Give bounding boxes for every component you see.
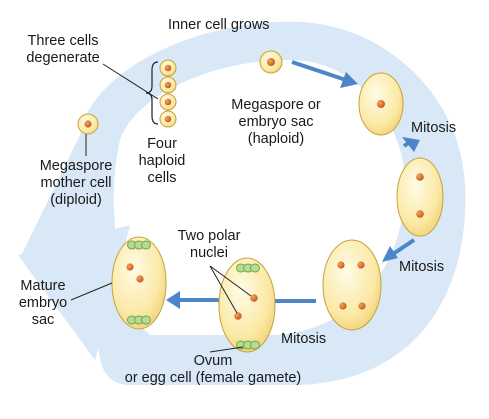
arrow-grow: [291, 60, 347, 82]
egg-apparatus: [127, 315, 151, 325]
polar-nucleus: [136, 275, 144, 283]
label-three-cells-degenerate: Three cells degenerate: [26, 33, 100, 66]
leader-three-cells: [102, 63, 159, 100]
label-mitosis-2: Mitosis: [399, 259, 445, 275]
egg-apparatus: [236, 340, 260, 350]
leader-lines: [70, 63, 252, 353]
leader-mature: [70, 282, 113, 301]
polar-nucleus: [126, 263, 134, 271]
label-four-haploid-cells: Four haploid cells: [138, 136, 186, 186]
arrow-mature-head: [166, 291, 180, 309]
megaspore-cell: [358, 72, 404, 136]
leader-ovum: [209, 346, 244, 353]
label-ovum: Ovum or egg cell (female gamete): [124, 353, 302, 386]
four-nucleate-cell: [322, 239, 382, 331]
megaspore-mother-cell: [77, 113, 99, 135]
polar-nucleus: [250, 294, 258, 302]
eight-nucleate-cell: [218, 257, 276, 353]
polar-nucleus: [234, 312, 242, 320]
haploid-cell: [159, 59, 177, 77]
antipodal-cells: [127, 240, 151, 250]
label-two-polar-nuclei: Two polar nuclei: [177, 228, 241, 261]
haploid-cell: [159, 93, 177, 111]
arrow-mitosis-2-head: [382, 246, 398, 262]
haploid-cell: [159, 76, 177, 94]
mature-embryo-sac: [111, 236, 167, 330]
arrow-grow-head: [340, 72, 358, 88]
label-mitosis-3: Mitosis: [281, 331, 327, 347]
two-nucleate-cell: [396, 157, 444, 237]
four-cells-bracket: [145, 61, 159, 125]
label-inner-cell-grows: Inner cell grows: [168, 17, 270, 33]
arrow-mitosis-1-head: [402, 137, 420, 152]
leader-polar-1: [209, 265, 252, 297]
label-megaspore-mother-cell: Megaspore mother cell (diploid): [39, 158, 113, 208]
label-megaspore-embryo-sac: Megaspore or embryo sac (haploid): [231, 97, 321, 147]
label-mitosis-1: Mitosis: [411, 120, 457, 136]
antipodal-cells: [236, 263, 260, 273]
leader-polar-2: [209, 265, 238, 314]
haploid-cell: [159, 110, 177, 128]
growing-cell: [259, 50, 283, 74]
label-mature-embryo-sac: Mature embryo sac: [18, 278, 68, 328]
four-haploid-cells: [145, 59, 177, 128]
